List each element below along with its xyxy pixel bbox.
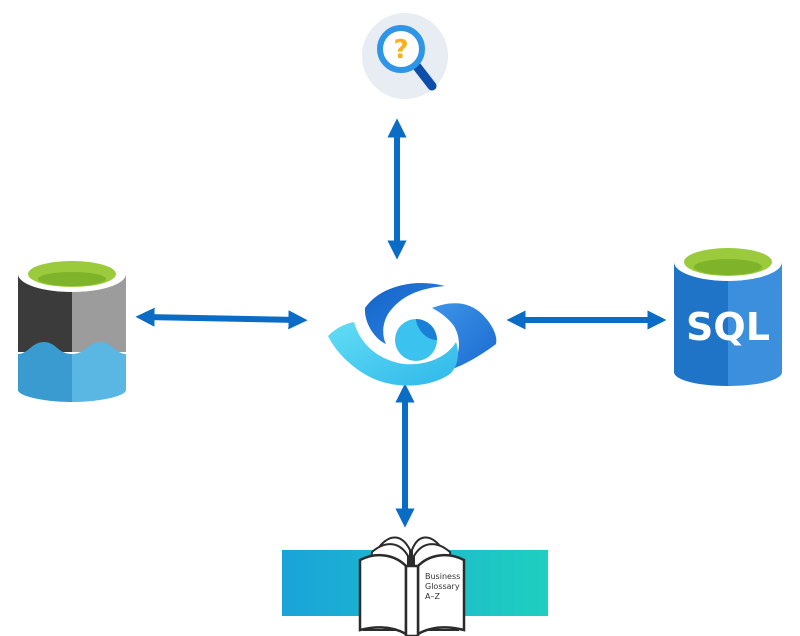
data-lake-storage-icon [18,256,126,402]
glossary-line-1: Business [425,572,460,581]
sql-database-icon: SQL [674,243,782,386]
sql-label: SQL [686,305,770,349]
business-glossary-book-icon: Business Glossary A–Z [282,536,548,636]
glossary-node: Business Glossary A–Z [280,526,552,636]
arrow-center-data-lake [135,307,308,330]
search-question-icon: ? [362,13,448,99]
glossary-line-2: Glossary [425,582,460,591]
glossary-line-3: A–Z [425,592,440,601]
eye-icon [328,282,497,386]
search-node: ? [360,12,452,100]
sql-node: SQL [672,240,784,388]
question-mark: ? [393,35,408,65]
center-eye-node [320,266,500,386]
data-lake-node [14,254,130,404]
